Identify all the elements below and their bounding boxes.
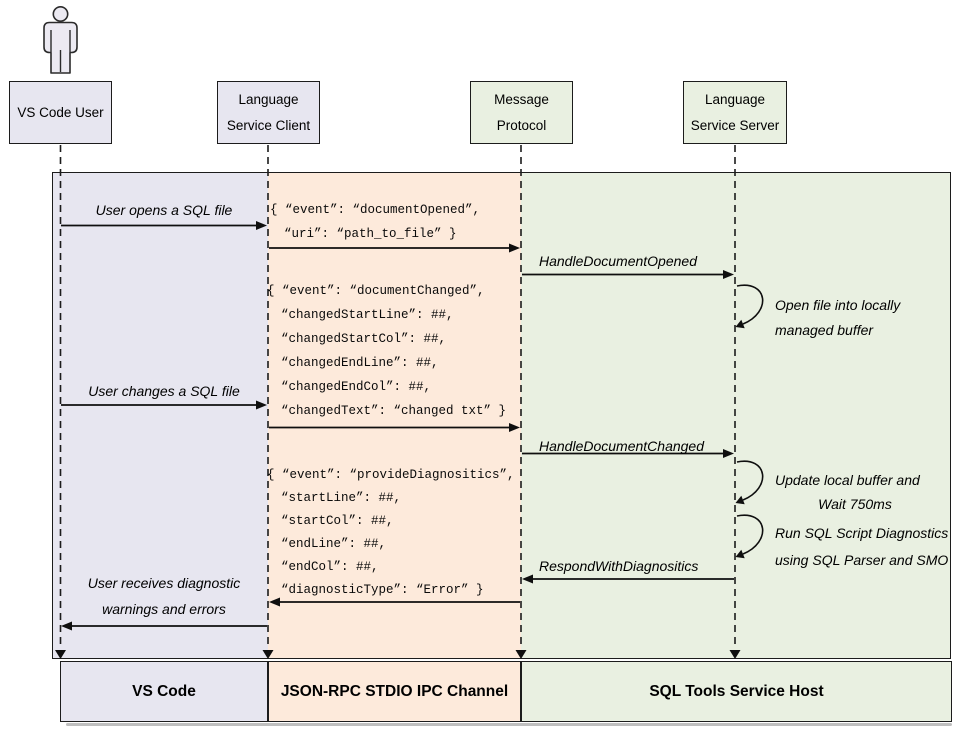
actor-box-vscode-user: VS Code User <box>9 81 112 144</box>
band-ipc-region <box>268 172 521 659</box>
band-host-region <box>521 172 951 659</box>
label-handle-document-changed: HandleDocumentChanged <box>539 438 704 454</box>
note-open-file-2: managed buffer <box>775 322 874 338</box>
payload-line: “changedText”: “changed txt” } <box>281 403 507 418</box>
note-open-file-1: Open file into locally <box>775 297 901 313</box>
payload-line: “uri”: “path_to_file” } <box>284 226 457 241</box>
actor-box-language-service-server: Language Service Server <box>683 81 787 144</box>
note-update-buffer-2: Wait 750ms <box>818 496 892 512</box>
payload-line: “startCol”: ##, <box>281 513 394 528</box>
actor-label-line1: Language <box>704 91 766 107</box>
note-update-buffer-1: Update local buffer and <box>775 472 920 488</box>
payload-line: { “event”: “provideDiagnositics”, <box>267 467 515 482</box>
footer-box-vscode: VS Code <box>60 661 268 722</box>
payload-line: “changedEndCol”: ##, <box>281 379 432 394</box>
band-vscode-region <box>52 172 268 659</box>
payload-line: “changedStartCol”: ##, <box>281 331 447 346</box>
footer-label: JSON-RPC STDIO IPC Channel <box>280 682 509 700</box>
note-run-diagnostics-1: Run SQL Script Diagnostics <box>775 525 949 541</box>
footer-box-ipc-channel: JSON-RPC STDIO IPC Channel <box>268 661 521 722</box>
actor-label-line2: Service Server <box>690 117 780 133</box>
actor-label-line2: Service Client <box>226 117 311 133</box>
payload-line: { “event”: “documentChanged”, <box>267 283 485 298</box>
actor-label-line2: Protocol <box>496 117 547 133</box>
payload-line: { “event”: “documentOpened”, <box>270 203 481 217</box>
payload-line: “changedStartLine”: ##, <box>281 307 454 322</box>
label-user-changes: User changes a SQL file <box>88 383 240 399</box>
actor-box-language-service-client: Language Service Client <box>217 81 320 144</box>
note-run-diagnostics-2: using SQL Parser and SMO <box>775 552 949 568</box>
actor-label-line1: Language <box>238 91 299 107</box>
label-user-opens: User opens a SQL file <box>95 202 233 218</box>
payload-line: “endCol”: ##, <box>281 559 379 574</box>
bottom-shadow <box>66 722 952 726</box>
payload-line: “diagnosticType”: “Error” } <box>281 582 484 597</box>
footer-box-sql-tools-host: SQL Tools Service Host <box>521 661 952 722</box>
payload-line: “startLine”: ##, <box>281 490 402 505</box>
footer-label: VS Code <box>132 682 196 700</box>
user-actor-icon <box>43 6 78 74</box>
band-border <box>52 172 951 659</box>
label-user-receives-1: User receives diagnostic <box>87 575 241 591</box>
actor-box-message-protocol: Message Protocol <box>470 81 573 144</box>
label-respond-with-diagnostics: RespondWithDiagnositics <box>539 558 699 574</box>
label-user-receives-2: warnings and errors <box>102 601 226 617</box>
label-handle-document-opened: HandleDocumentOpened <box>539 253 697 269</box>
payload-line: “changedEndLine”: ##, <box>281 355 439 370</box>
payload-line: “endLine”: ##, <box>281 536 387 551</box>
actor-label-line1: Message <box>494 91 549 107</box>
actor-label: VS Code User <box>17 104 104 120</box>
footer-label: SQL Tools Service Host <box>649 682 824 700</box>
